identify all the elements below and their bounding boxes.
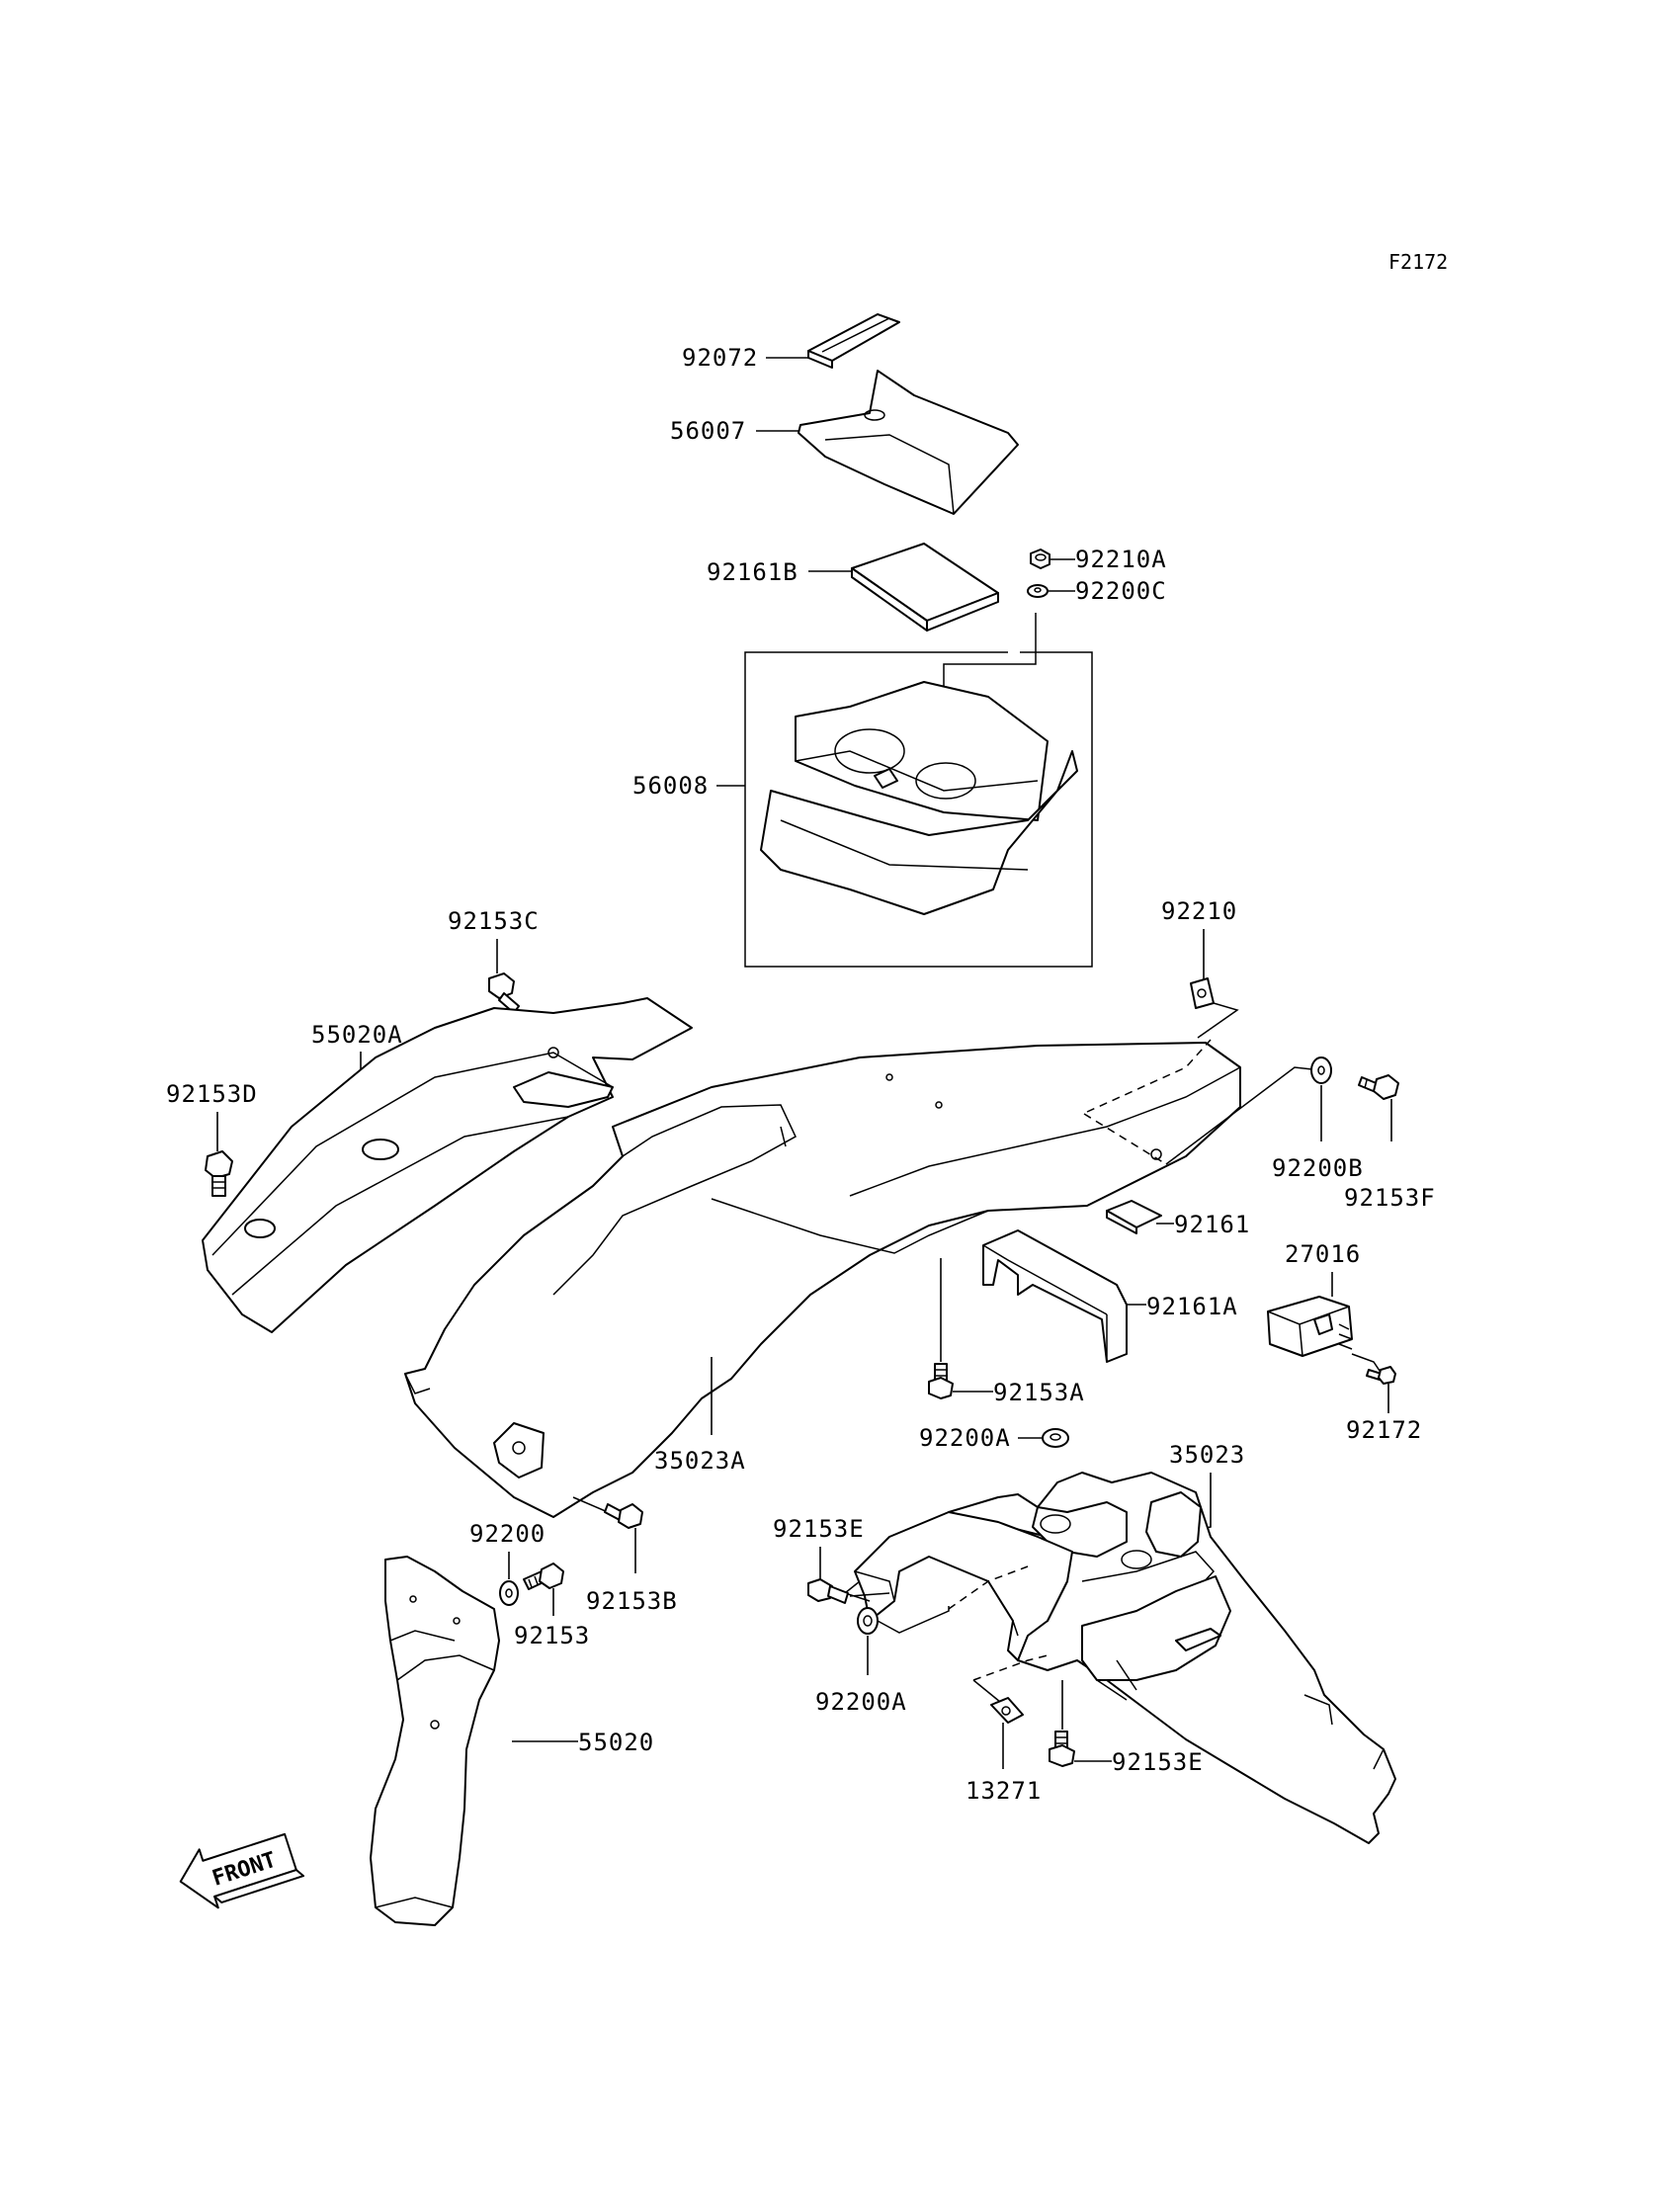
bolt-92153D xyxy=(205,1150,233,1197)
grommet-92200A-top xyxy=(1042,1428,1069,1448)
dashed-92200A xyxy=(948,1565,1029,1610)
bolt-92153B xyxy=(604,1503,643,1529)
bolt-92153A xyxy=(928,1363,954,1399)
box-56008-frame xyxy=(744,651,1093,968)
clip-nut-13271 xyxy=(990,1697,1024,1724)
bolt-92153F xyxy=(1358,1074,1399,1100)
label-92153: 92153 xyxy=(514,1622,590,1649)
label-92153D: 92153D xyxy=(166,1080,258,1108)
label-92153E-right: 92153E xyxy=(1112,1748,1204,1776)
clip-92210 xyxy=(1190,977,1215,1009)
washer-92200C xyxy=(1027,584,1049,598)
damper-pad-92161B xyxy=(851,543,999,632)
dashed-92200B xyxy=(1083,1113,1167,1165)
leader-92200A-to-part xyxy=(877,1606,950,1634)
label-92072: 92072 xyxy=(682,344,758,372)
rear-fender-35023A xyxy=(404,1042,1241,1518)
label-92210: 92210 xyxy=(1161,897,1237,925)
bolt-92153E-left xyxy=(807,1578,849,1604)
label-92161B: 92161B xyxy=(707,558,798,586)
label-35023: 35023 xyxy=(1169,1441,1245,1469)
regulator-27016 xyxy=(1267,1296,1353,1357)
screw-92172 xyxy=(1366,1366,1396,1385)
label-55020: 55020 xyxy=(578,1729,654,1756)
label-92153B: 92153B xyxy=(586,1587,678,1615)
label-56008: 56008 xyxy=(632,772,709,800)
label-92200B: 92200B xyxy=(1272,1154,1364,1182)
nut-92210A xyxy=(1030,549,1050,569)
bolt-92153 xyxy=(523,1563,564,1590)
label-27016: 27016 xyxy=(1285,1240,1361,1268)
label-92153E-left: 92153E xyxy=(773,1515,865,1543)
label-92153A: 92153A xyxy=(993,1379,1085,1406)
dashed-13271 xyxy=(972,1654,1049,1681)
label-92200A-top: 92200A xyxy=(919,1424,1011,1452)
leader-13271-shape xyxy=(972,1679,1001,1703)
figure-code: F2172 xyxy=(1388,250,1448,274)
bolt-92153C xyxy=(488,972,520,1014)
grab-damper-92161A xyxy=(982,1229,1128,1363)
washer-92200 xyxy=(499,1580,519,1606)
label-56007: 56007 xyxy=(670,417,746,445)
strap-92072 xyxy=(807,313,900,369)
label-92200A-bottom: 92200A xyxy=(815,1688,907,1716)
label-92210A: 92210A xyxy=(1075,546,1167,573)
rear-flap-55020A xyxy=(202,997,693,1333)
tool-bag-56007 xyxy=(798,370,1019,515)
mud-flap-55020 xyxy=(370,1556,500,1926)
rear-fender-35023 xyxy=(843,1472,1396,1844)
label-92153F: 92153F xyxy=(1344,1184,1436,1212)
damper-92161 xyxy=(1106,1200,1162,1234)
leader-92210-lower xyxy=(1197,1002,1239,1039)
label-92153C: 92153C xyxy=(448,907,540,935)
label-92161A: 92161A xyxy=(1146,1293,1238,1320)
label-55020A: 55020A xyxy=(311,1021,403,1049)
label-92200C: 92200C xyxy=(1075,577,1167,605)
label-92172: 92172 xyxy=(1346,1416,1422,1444)
label-35023A: 35023A xyxy=(654,1447,746,1475)
bolt-92153E-right xyxy=(1049,1731,1075,1767)
grommet-92200A-bottom xyxy=(857,1607,879,1635)
washer-92200B xyxy=(1310,1056,1332,1084)
tool-case-56008 xyxy=(760,681,1078,915)
label-13271: 13271 xyxy=(966,1777,1042,1805)
label-92161: 92161 xyxy=(1174,1211,1250,1238)
leader-92172-top xyxy=(1351,1353,1383,1375)
leader-92153E-left-to-part xyxy=(849,1592,890,1597)
leader-92153B-top xyxy=(572,1496,609,1513)
front-arrow-icon: FRONT xyxy=(179,1832,305,1909)
label-92200: 92200 xyxy=(469,1520,546,1548)
